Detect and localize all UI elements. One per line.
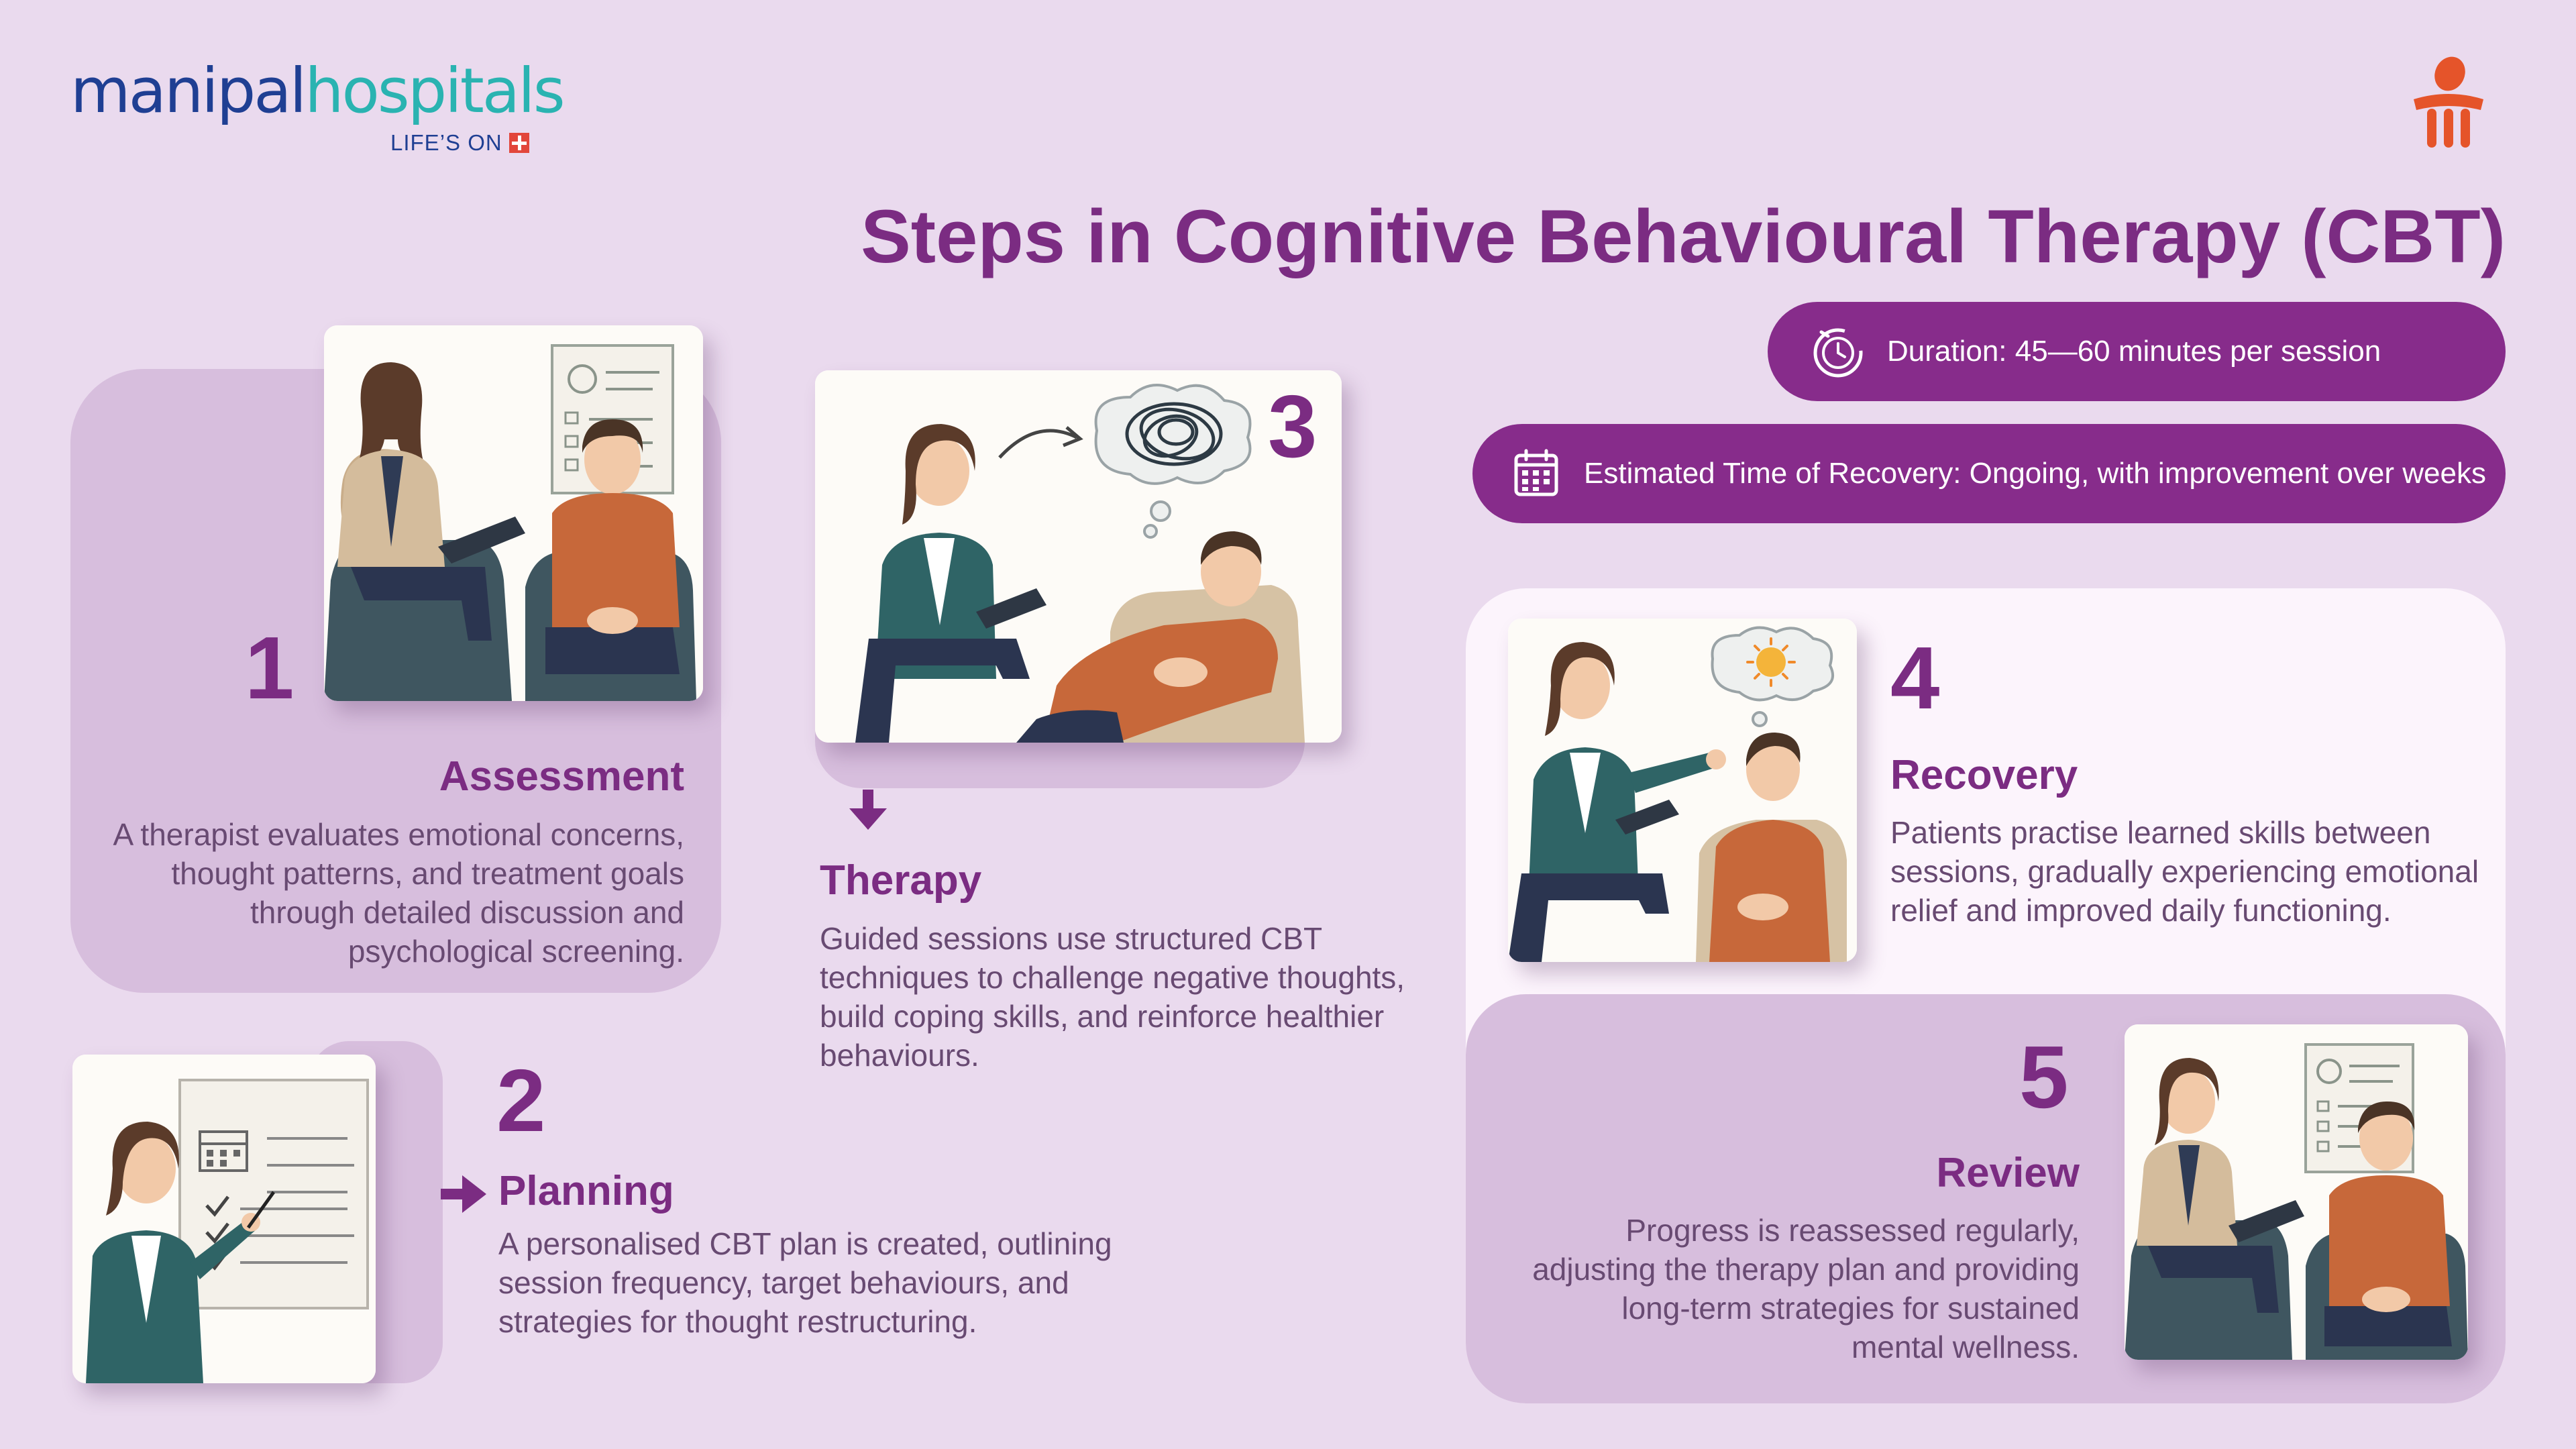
recovery-illustration xyxy=(1508,619,1857,962)
step3-description: Guided sessions use structured CBT techn… xyxy=(820,921,1405,1073)
step3-title: Therapy xyxy=(820,857,982,904)
cross-icon xyxy=(508,133,529,153)
step2-number: 2 xyxy=(496,1051,546,1150)
brand-tagline: LIFE’S ON xyxy=(390,130,529,156)
therapy-illustration xyxy=(815,370,1342,743)
review-illustration xyxy=(2125,1024,2468,1360)
timer-icon xyxy=(1813,328,1863,378)
arrow-right-icon xyxy=(441,1175,486,1213)
step2-description: A personalised CBT plan is created, outl… xyxy=(498,1226,1112,1339)
step2-title: Planning xyxy=(498,1168,674,1214)
duration-text: Duration: 45—60 minutes per session xyxy=(1887,335,2381,368)
step5-description: Progress is reassessed regularly, adjust… xyxy=(1532,1213,2080,1364)
step5-number: 5 xyxy=(2019,1028,2069,1126)
calendar-icon xyxy=(1514,449,1558,496)
step4-number: 4 xyxy=(1890,629,1940,727)
step1-description: A therapist evaluates emotional concerns… xyxy=(113,817,685,969)
recovery-pill: Estimated Time of Recovery: Ongoing, wit… xyxy=(1472,424,2506,523)
assessment-illustration xyxy=(324,325,703,701)
step5-title: Review xyxy=(1936,1150,2080,1196)
step4-description: Patients practise learned skills between… xyxy=(1890,815,2479,928)
step4-title: Recovery xyxy=(1890,752,2078,798)
arrow-down-icon xyxy=(849,790,887,830)
recovery-text: Estimated Time of Recovery: Ongoing, wit… xyxy=(1584,457,2486,490)
duration-pill: Duration: 45—60 minutes per session xyxy=(1768,302,2506,401)
planning-illustration xyxy=(72,1055,376,1383)
step1-number: 1 xyxy=(245,619,294,717)
step3-number: 3 xyxy=(1268,377,1318,476)
brand-name-part1: manipal xyxy=(70,55,307,127)
brand-mark-icon xyxy=(2408,55,2489,156)
brand-tagline-text: LIFE’S ON xyxy=(390,130,502,155)
brand-name-part2: hospitals xyxy=(305,55,565,127)
page-title: Steps in Cognitive Behavioural Therapy (… xyxy=(861,195,2506,278)
brand-logo: manipalhospitals xyxy=(70,55,566,127)
step1-title: Assessment xyxy=(439,753,684,800)
